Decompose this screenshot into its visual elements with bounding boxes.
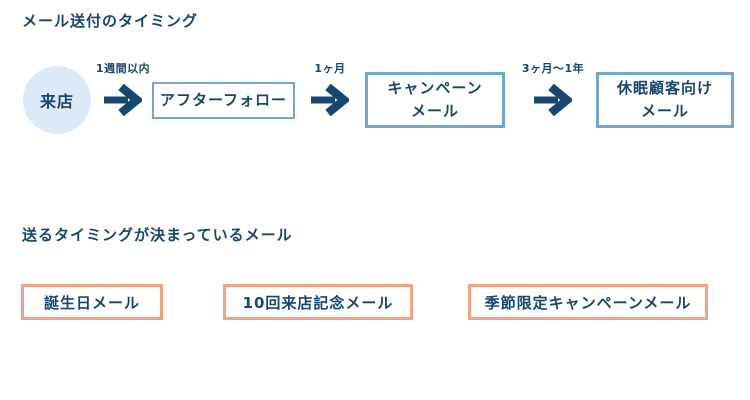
flow-box-campaign-mail: キャンペーン メール (365, 72, 505, 128)
fixed-mail-label: 季節限定キャンペーンメール (484, 293, 692, 312)
fixed-mail-label: 10回来店記念メール (242, 293, 394, 312)
fixed-mail-10th-visit: 10回来店記念メール (223, 284, 413, 320)
start-node-visit: 来店 (23, 66, 91, 134)
interval-label-1week: 1週間以内 (95, 62, 151, 75)
start-node-label: 来店 (39, 92, 74, 111)
flow-box-after-follow: アフターフォロー (152, 82, 295, 119)
fixed-mail-birthday: 誕生日メール (21, 284, 163, 320)
flow-box-label-line1: 休眠顧客向け (616, 78, 713, 97)
arrow-right-icon (104, 84, 142, 116)
flow-box-label-line1: キャンペーン (387, 78, 483, 97)
interval-label-3months-1year: 3ヶ月～1年 (521, 62, 585, 75)
fixed-mail-seasonal-campaign: 季節限定キャンペーンメール (468, 284, 708, 320)
fixed-mail-label: 誕生日メール (43, 293, 140, 312)
flow-box-label-line2: メール (410, 102, 459, 120)
arrow-right-icon (311, 84, 349, 116)
fixed-section-title: 送るタイミングが決まっているメール (22, 226, 293, 244)
flow-box-dormant-customer-mail: 休眠顧客向け メール (596, 72, 734, 128)
flow-box-label: アフターフォロー (159, 90, 288, 109)
flow-section-title: メール送付のタイミング (22, 12, 199, 30)
arrow-right-icon (534, 84, 572, 116)
interval-label-1month: 1ヶ月 (314, 62, 346, 75)
flow-box-label-line2: メール (640, 102, 689, 120)
